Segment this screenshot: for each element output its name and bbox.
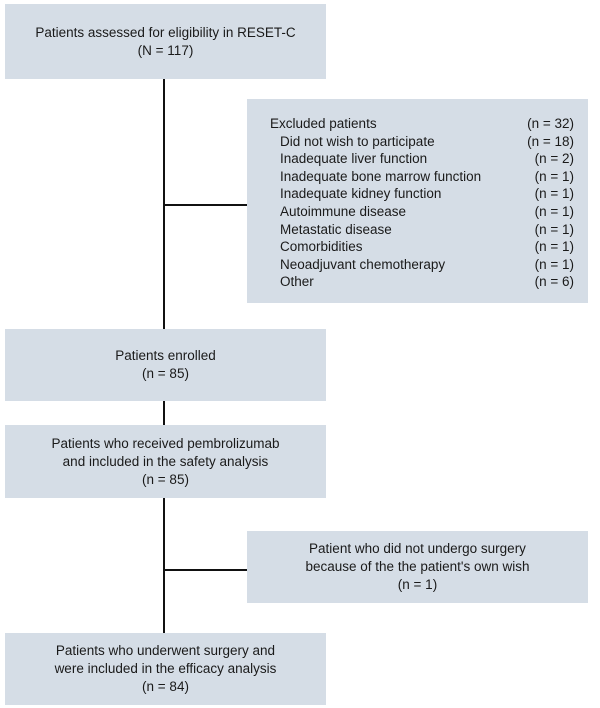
efficacy-label-line1: Patients who underwent surgery and [55,643,276,658]
enrolled-label: Patients enrolled [115,348,216,363]
excluded-reason-count: (n = 1) [534,221,574,237]
excluded-reason: Did not wish to participate (n = 18) [270,133,574,151]
excluded-reason-count: (n = 1) [534,168,574,184]
excluded-reason-label: Inadequate bone marrow function [280,168,482,184]
excluded-reason: Inadequate bone marrow function (n = 1) [270,168,574,186]
enrolled-count: (n = 85) [142,366,189,381]
safety-label-line1: Patients who received pembrolizumab [51,435,280,451]
excluded-reason-count: (n = 1) [534,186,574,202]
efficacy-count: (n = 84) [142,679,189,694]
excluded-header-label: Excluded patients [270,116,377,131]
excluded-reason: Inadequate kidney function (n = 1) [270,185,574,203]
excluded-reason-count: (n = 1) [534,239,574,255]
excluded-reason-label: Other [280,274,314,290]
no-surgery-count: (n = 1) [397,577,438,592]
assessed-label: Patients assessed for eligibility in RES… [35,24,296,40]
excluded-reason: Comorbidities (n = 1) [270,238,574,256]
excluded-reason: Autoimmune disease (n = 1) [270,203,574,221]
excluded-reason-count: (n = 1) [534,203,574,219]
excluded-reason-label: Inadequate liver function [280,151,428,167]
excluded-reason-label: Neoadjuvant chemotherapy [280,256,446,272]
no-surgery-box: Patient who did not undergo surgery beca… [247,531,588,603]
excluded-reason-count: (n = 1) [534,256,574,272]
efficacy-box: Patients who underwent surgery and were … [5,633,326,705]
excluded-reason-label: Metastatic disease [280,221,392,237]
excluded-box: Excluded patients (n = 32) Did not wish … [247,99,588,303]
excluded-header-count: (n = 32) [527,116,574,131]
excluded-reason: Metastatic disease (n = 1) [270,221,574,239]
excluded-header: Excluded patients (n = 32) [270,115,574,133]
excluded-reason-label: Inadequate kidney function [280,186,442,202]
excluded-reason: Other (n = 6) [270,273,574,291]
no-surgery-label-line1: Patient who did not undergo surgery [309,541,526,556]
safety-label-line2: and included in the safety analysis [62,453,269,469]
excluded-reason-label: Comorbidities [280,239,363,255]
excluded-reason-count: (n = 18) [527,133,574,149]
assessed-box: Patients assessed for eligibility in RES… [5,4,326,79]
connector-to-excluded [163,204,247,206]
connector-enrolled-to-safety [163,401,165,425]
excluded-reason-count: (n = 2) [534,151,574,167]
excluded-reason: Inadequate liver function (n = 2) [270,150,574,168]
assessed-count: (N = 117) [137,42,194,58]
efficacy-label-line2: were included in the efficacy analysis [54,661,277,676]
excluded-reason-count: (n = 6) [534,274,574,290]
excluded-reason-label: Did not wish to participate [280,133,435,149]
safety-box: Patients who received pembrolizumab and … [5,425,326,498]
enrolled-box: Patients enrolled (n = 85) [5,329,326,401]
connector-safety-to-efficacy [163,498,165,633]
excluded-reason: Neoadjuvant chemotherapy (n = 1) [270,256,574,274]
excluded-reason-label: Autoimmune disease [280,203,407,219]
connector-to-no-surgery [163,569,247,571]
safety-count: (n = 85) [142,471,189,487]
no-surgery-label-line2: because of the the patient's own wish [305,559,530,574]
